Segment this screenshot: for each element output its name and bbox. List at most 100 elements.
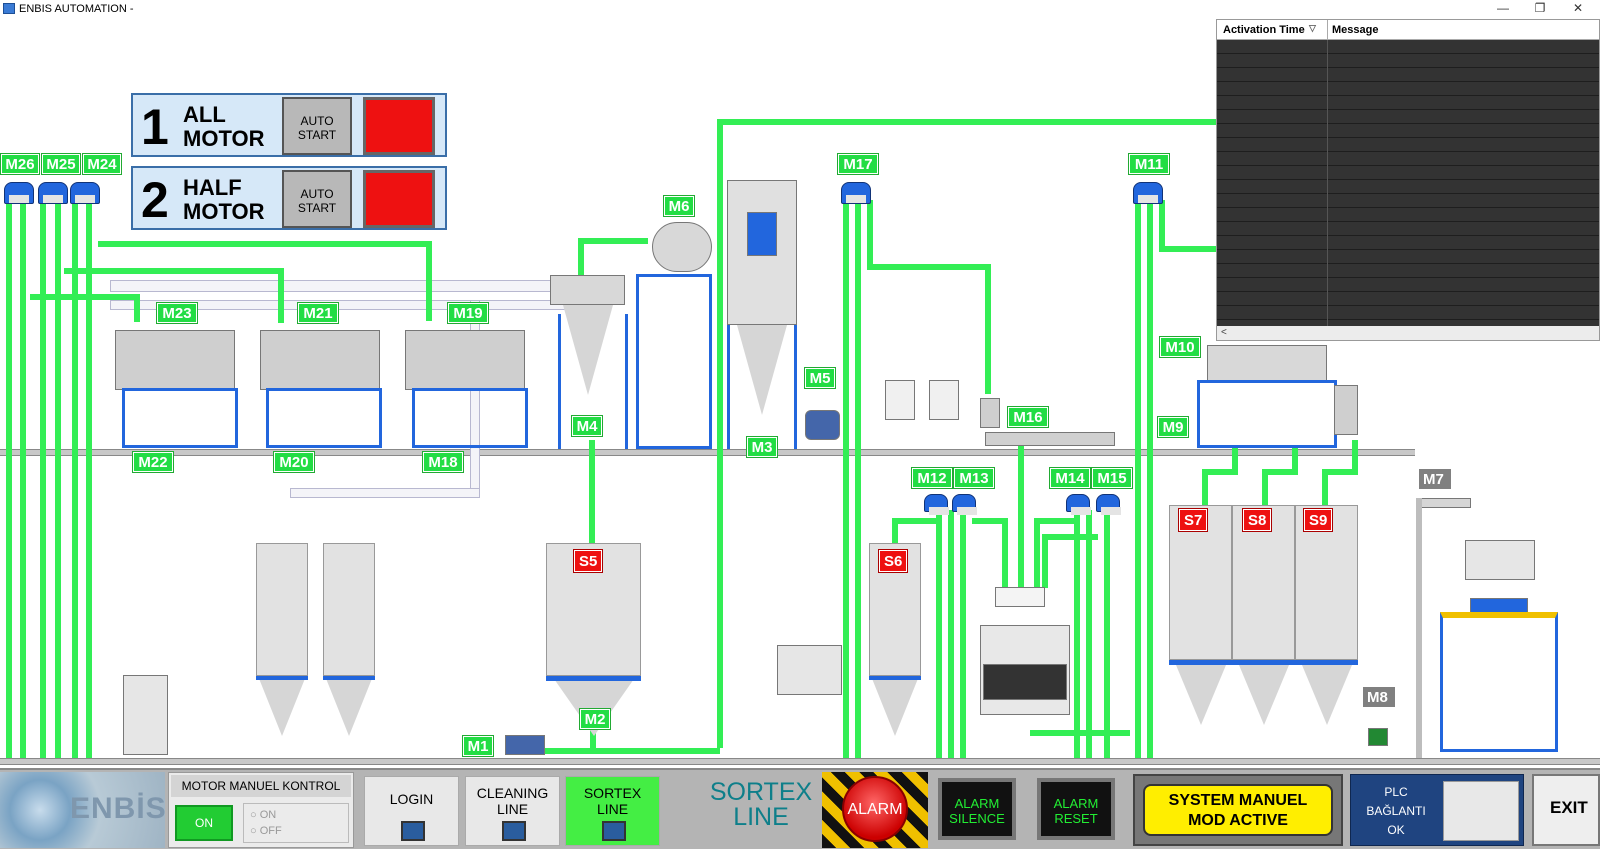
- cleaning-machine[interactable]: [115, 330, 235, 390]
- motor-label-m11[interactable]: M11: [1128, 153, 1170, 175]
- pipe: [578, 238, 648, 244]
- elevator-head: [70, 182, 100, 204]
- cleaning-machine[interactable]: [405, 330, 525, 390]
- silo-cone: [1239, 665, 1289, 725]
- motor-label-m2[interactable]: M2: [579, 708, 611, 730]
- all-motor-status-button[interactable]: [363, 97, 435, 155]
- pipe: [1002, 518, 1008, 588]
- scroll-left-icon[interactable]: <: [1221, 327, 1227, 338]
- conveyor-m7[interactable]: [1416, 498, 1471, 508]
- motor-label-m14[interactable]: M14: [1049, 467, 1091, 489]
- pipe: [985, 264, 991, 394]
- pipe: [843, 200, 849, 758]
- motor-label-m20[interactable]: M20: [273, 451, 315, 473]
- machine-frame: [266, 388, 382, 448]
- motor-label-m4[interactable]: M4: [571, 415, 603, 437]
- pipe: [1135, 200, 1141, 758]
- pipe: [1262, 469, 1268, 509]
- motor-label-m16[interactable]: M16: [1007, 406, 1049, 428]
- sort-icon[interactable]: ▽: [1309, 23, 1316, 33]
- logo-text: ENBİS: [70, 792, 167, 825]
- radio-off[interactable]: ○ OFF: [250, 825, 282, 837]
- elevator-head: [924, 494, 949, 515]
- pipe: [545, 748, 720, 754]
- motor-label-m15[interactable]: M15: [1091, 467, 1133, 489]
- alarm-table[interactable]: Activation Time ▽ Message <: [1216, 19, 1600, 341]
- motor-label-m24[interactable]: M24: [82, 153, 122, 175]
- minimize-button[interactable]: —: [1497, 1, 1509, 15]
- motor-label-m9[interactable]: M9: [1157, 416, 1189, 438]
- pipe: [867, 264, 989, 270]
- silo-label-s9[interactable]: S9: [1302, 508, 1334, 532]
- motor-label-m12[interactable]: M12: [911, 467, 953, 489]
- pipe: [1159, 200, 1165, 250]
- pipe: [1018, 440, 1024, 588]
- blower-m5[interactable]: [805, 410, 840, 440]
- silo: [256, 543, 308, 676]
- motor-label-m21[interactable]: M21: [297, 302, 339, 324]
- cyclone-cone: [563, 305, 613, 395]
- silo: [323, 543, 375, 676]
- motor-label-m1[interactable]: M1: [462, 735, 494, 757]
- silo-frame: [1169, 660, 1358, 665]
- motor-manuel-kontrol-panel: MOTOR MANUEL KONTROL ON ○ ON ○ OFF: [168, 772, 354, 848]
- motor-label-m17[interactable]: M17: [837, 153, 879, 175]
- radio-on[interactable]: ○ ON: [250, 809, 277, 821]
- column-activation-time[interactable]: Activation Time: [1223, 24, 1305, 36]
- cleaning-machine[interactable]: [260, 330, 380, 390]
- pipe: [1104, 510, 1110, 758]
- sortex-hopper: [995, 587, 1045, 607]
- pipe: [1034, 518, 1040, 588]
- fan-m6[interactable]: [652, 222, 712, 272]
- close-button[interactable]: ✕: [1572, 1, 1584, 15]
- motor-label-m7[interactable]: M7: [1418, 468, 1452, 490]
- pipe: [278, 268, 284, 323]
- pipe: [1034, 518, 1074, 524]
- motor-label-m8[interactable]: M8: [1362, 686, 1396, 708]
- machine-frame: [122, 388, 238, 448]
- restore-button[interactable]: ❐: [1534, 1, 1546, 15]
- machine-m10[interactable]: [1207, 345, 1327, 383]
- motor-label-m5[interactable]: M5: [804, 367, 836, 389]
- silo-label-s6[interactable]: S6: [877, 549, 909, 573]
- conveyor-m16[interactable]: [985, 432, 1115, 446]
- horizontal-scrollbar[interactable]: <: [1217, 326, 1599, 340]
- alarm-button[interactable]: ALARM: [822, 772, 928, 848]
- login-button[interactable]: LOGIN: [364, 776, 459, 846]
- half-motor-status-button[interactable]: [363, 170, 435, 228]
- motor-label-m3[interactable]: M3: [746, 436, 778, 458]
- filter-frame: [727, 325, 797, 449]
- tank: [777, 645, 842, 695]
- motor-label-m23[interactable]: M23: [156, 302, 198, 324]
- silo-label-s5[interactable]: S5: [572, 549, 604, 573]
- motor-label-m18[interactable]: M18: [422, 451, 464, 473]
- pipe: [1292, 445, 1298, 475]
- elevator-head: [4, 182, 34, 204]
- motor-label-m10[interactable]: M10: [1159, 336, 1201, 358]
- motor-label-m22[interactable]: M22: [132, 451, 174, 473]
- silo-label-s7[interactable]: S7: [1177, 508, 1209, 532]
- motor-label-m6[interactable]: M6: [663, 195, 695, 217]
- blower-m1[interactable]: [505, 735, 545, 755]
- pipe: [717, 119, 723, 134]
- silo-label-s8[interactable]: S8: [1241, 508, 1273, 532]
- manuel-on-button[interactable]: ON: [175, 805, 233, 841]
- motor-label-m26[interactable]: M26: [0, 153, 40, 175]
- motor-label-m19[interactable]: M19: [447, 302, 489, 324]
- column-message[interactable]: Message: [1332, 24, 1379, 36]
- machine-frame: [412, 388, 528, 448]
- motor-label-m13[interactable]: M13: [953, 467, 995, 489]
- pipe: [64, 268, 282, 274]
- exit-button[interactable]: EXIT: [1532, 774, 1600, 846]
- monitor-icon: [502, 821, 526, 841]
- motor-label-m25[interactable]: M25: [41, 153, 81, 175]
- pipe: [30, 294, 138, 300]
